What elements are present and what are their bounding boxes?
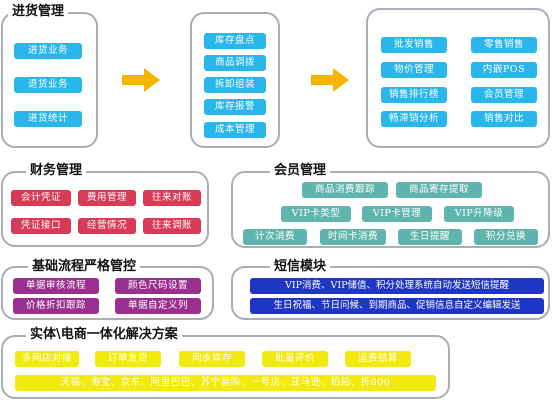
finance-item[interactable]: 经营情况 bbox=[78, 218, 136, 234]
member-title: 会员管理 bbox=[270, 163, 331, 179]
member-item[interactable]: VIP卡类型 bbox=[281, 206, 351, 222]
member-item[interactable]: 时间卡消费 bbox=[320, 229, 386, 245]
ecommerce-platforms[interactable]: 天猫、淘宝、京东、阿里巴巴、苏宁易购、一号店、亚马逊、拍拍、折800 bbox=[15, 375, 436, 391]
purchase-title: 进货管理 bbox=[8, 4, 69, 20]
ecommerce-title: 实体\电商一体化解决方案 bbox=[26, 327, 182, 343]
workflow-title: 基础流程严格管控 bbox=[28, 259, 141, 275]
inventory-item[interactable]: 库存盘点 bbox=[204, 33, 266, 49]
ecommerce-item[interactable]: 多网店对接 bbox=[15, 351, 79, 367]
purchase-item[interactable]: 进货业务 bbox=[14, 43, 82, 59]
member-item[interactable]: 积分兑换 bbox=[474, 229, 538, 245]
workflow-item[interactable]: 价格折扣跟踪 bbox=[13, 298, 99, 314]
inventory-item[interactable]: 拆卸组装 bbox=[204, 77, 266, 93]
finance-item[interactable]: 往来调账 bbox=[143, 218, 201, 234]
sms-item[interactable]: VIP消费、VIP储值、积分处理系统自动发送短信提醒 bbox=[250, 278, 544, 294]
inventory-item[interactable]: 商品调拨 bbox=[204, 55, 266, 71]
member-item[interactable]: 商品消费跟踪 bbox=[302, 182, 388, 198]
flow-arrow-icon bbox=[311, 68, 349, 92]
inventory-item[interactable]: 库存报警 bbox=[204, 99, 266, 115]
finance-title: 财务管理 bbox=[26, 163, 87, 179]
finance-item[interactable]: 往来对账 bbox=[143, 190, 201, 206]
sales-item[interactable]: 批发销售 bbox=[381, 37, 447, 53]
finance-item[interactable]: 费用管理 bbox=[78, 190, 136, 206]
workflow-item[interactable]: 单据自定义列 bbox=[115, 298, 201, 314]
finance-panel bbox=[1, 171, 209, 247]
purchase-item[interactable]: 进货统计 bbox=[14, 111, 82, 127]
ecommerce-item[interactable]: 批量评价 bbox=[262, 351, 328, 367]
sales-item[interactable]: 销售排行榜 bbox=[381, 87, 447, 103]
member-item[interactable]: 商品寄存提取 bbox=[396, 182, 482, 198]
sales-item[interactable]: 会员管理 bbox=[471, 87, 537, 103]
member-item[interactable]: VIP卡管理 bbox=[362, 206, 432, 222]
sms-item[interactable]: 生日祝福、节日问候、到期商品、促销信息自定义编辑发送 bbox=[250, 298, 544, 314]
workflow-item[interactable]: 单据审核流程 bbox=[13, 278, 99, 294]
sales-item[interactable]: 销售对比 bbox=[471, 111, 537, 127]
member-item[interactable]: 计次消费 bbox=[243, 229, 307, 245]
inventory-item[interactable]: 成本管理 bbox=[204, 122, 266, 138]
sales-panel bbox=[366, 8, 550, 148]
flow-arrow-icon bbox=[122, 68, 160, 92]
sales-item[interactable]: 内嵌POS bbox=[471, 62, 537, 78]
member-item[interactable]: 生日提醒 bbox=[398, 229, 462, 245]
ecommerce-item[interactable]: 运费结算 bbox=[345, 351, 411, 367]
purchase-item[interactable]: 退货业务 bbox=[14, 77, 82, 93]
sales-item[interactable]: 物价管理 bbox=[381, 62, 447, 78]
member-item[interactable]: VIP升降级 bbox=[444, 206, 514, 222]
sales-item[interactable]: 零售销售 bbox=[471, 37, 537, 53]
sms-title: 短信模块 bbox=[270, 259, 331, 275]
finance-item[interactable]: 凭证接口 bbox=[11, 218, 71, 234]
finance-item[interactable]: 会计凭证 bbox=[11, 190, 71, 206]
sales-item[interactable]: 畅滞销分析 bbox=[381, 111, 447, 127]
ecommerce-item[interactable]: 同步库存 bbox=[179, 351, 245, 367]
ecommerce-item[interactable]: 订单发货 bbox=[95, 351, 161, 367]
workflow-item[interactable]: 颜色尺码设置 bbox=[115, 278, 201, 294]
